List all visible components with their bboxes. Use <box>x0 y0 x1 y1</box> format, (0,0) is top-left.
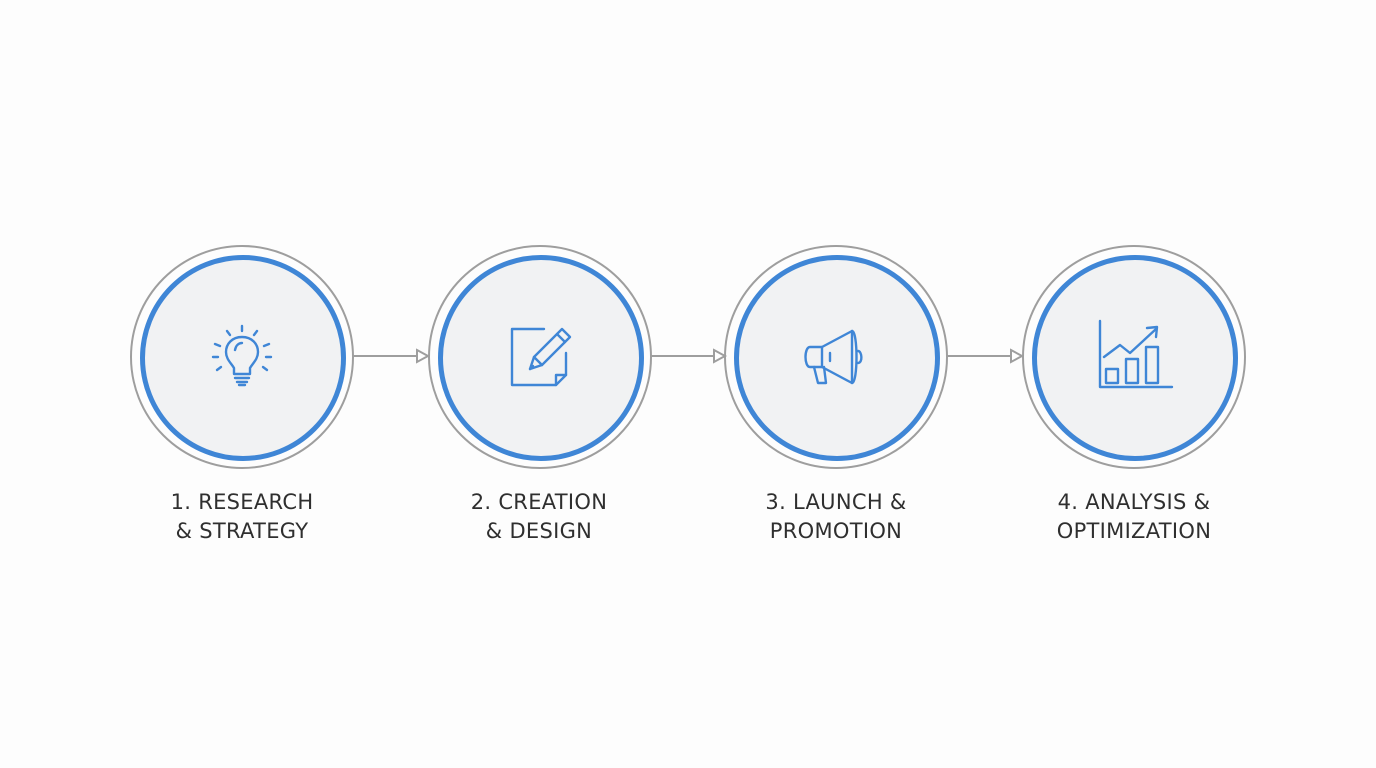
step-1-label: 1. RESEARCH & STRATEGY <box>112 488 372 546</box>
inner-ring <box>140 255 346 461</box>
pencil-note-icon <box>500 317 580 397</box>
growth-chart-icon <box>1094 317 1174 397</box>
step-3-label-line2: PROMOTION <box>769 519 903 543</box>
step-1-node <box>130 245 354 469</box>
step-2-label: 2. CREATION & DESIGN <box>409 488 669 546</box>
outer-ring <box>1022 245 1246 469</box>
step-4-label-line2: OPTIMIZATION <box>1056 519 1212 543</box>
megaphone-icon <box>796 317 876 397</box>
step-2-node <box>428 245 652 469</box>
arrow-3-to-4 <box>947 346 1025 366</box>
step-3-node <box>724 245 948 469</box>
step-2-label-line2: & DESIGN <box>485 519 593 543</box>
step-4-label: 4. ANALYSIS & OPTIMIZATION <box>1004 488 1264 546</box>
step-3-label-line1: 3. LAUNCH & <box>765 490 907 514</box>
inner-ring <box>734 255 940 461</box>
step-1-label-line2: & STRATEGY <box>175 519 309 543</box>
inner-ring <box>438 255 644 461</box>
arrow-1-to-2 <box>353 346 431 366</box>
step-1-label-line1: 1. RESEARCH <box>170 490 314 514</box>
step-2-label-line1: 2. CREATION <box>470 490 608 514</box>
lightbulb-icon <box>202 317 282 397</box>
step-4-label-line1: 4. ANALYSIS & <box>1057 490 1211 514</box>
step-3-label: 3. LAUNCH & PROMOTION <box>706 488 966 546</box>
arrow-2-to-3 <box>650 346 728 366</box>
step-4-node <box>1022 245 1246 469</box>
